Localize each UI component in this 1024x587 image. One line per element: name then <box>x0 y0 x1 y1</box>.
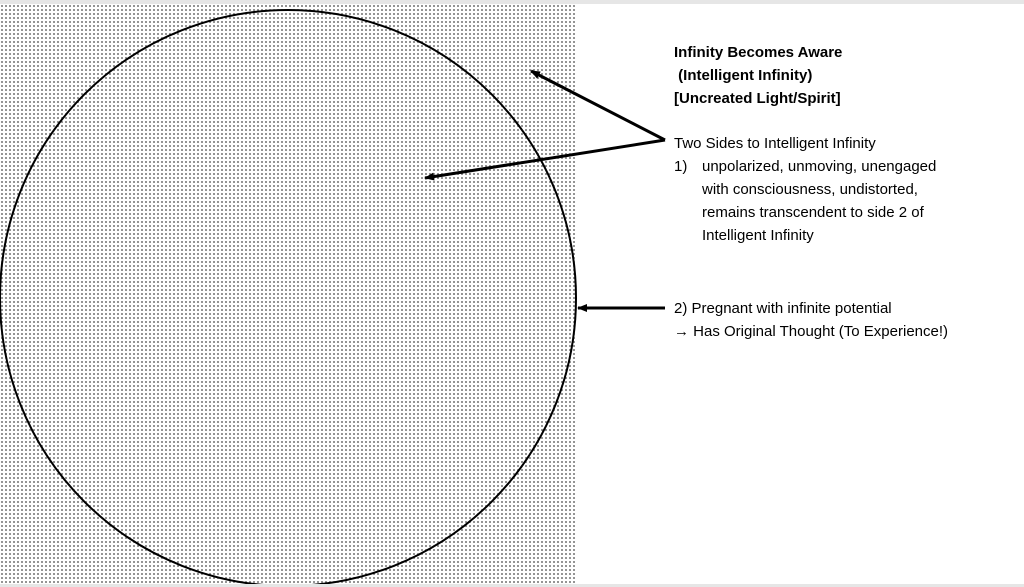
dotted-background <box>0 4 577 584</box>
side-2-line-1: 2) Pregnant with infinite potential <box>674 300 892 317</box>
arrow-to-outside <box>530 69 666 142</box>
side-1-line: unpolarized, unmoving, unengaged <box>702 158 937 175</box>
intelligent-infinity-circle <box>0 9 577 587</box>
sides-heading: Two Sides to Intelligent Infinity <box>674 135 876 152</box>
bottom-border <box>0 584 1024 587</box>
side-1-line: Intelligent Infinity <box>702 227 814 244</box>
title-line-2: (Intelligent Infinity) <box>674 67 813 84</box>
side-1-item: 1) unpolarized, unmoving, unengaged with… <box>674 155 936 247</box>
side-2-block: 2) Pregnant with infinite potential → Ha… <box>674 297 948 343</box>
side-1-number: 1) <box>674 158 688 175</box>
title-line-1: Infinity Becomes Aware <box>674 44 843 61</box>
side-1-line: with consciousness, undistorted, <box>702 181 918 198</box>
title-line-3: [Uncreated Light/Spirit] <box>674 90 841 107</box>
arrow-to-inside <box>424 138 666 181</box>
top-border <box>0 0 1024 4</box>
side-1-line: remains transcendent to side 2 of <box>702 204 924 221</box>
title-block: Infinity Becomes Aware (Intelligent Infi… <box>674 41 842 110</box>
sides-block: Two Sides to Intelligent Infinity 1) unp… <box>674 132 936 247</box>
side-2-line-2: → Has Original Thought (To Experience!) <box>674 323 949 340</box>
